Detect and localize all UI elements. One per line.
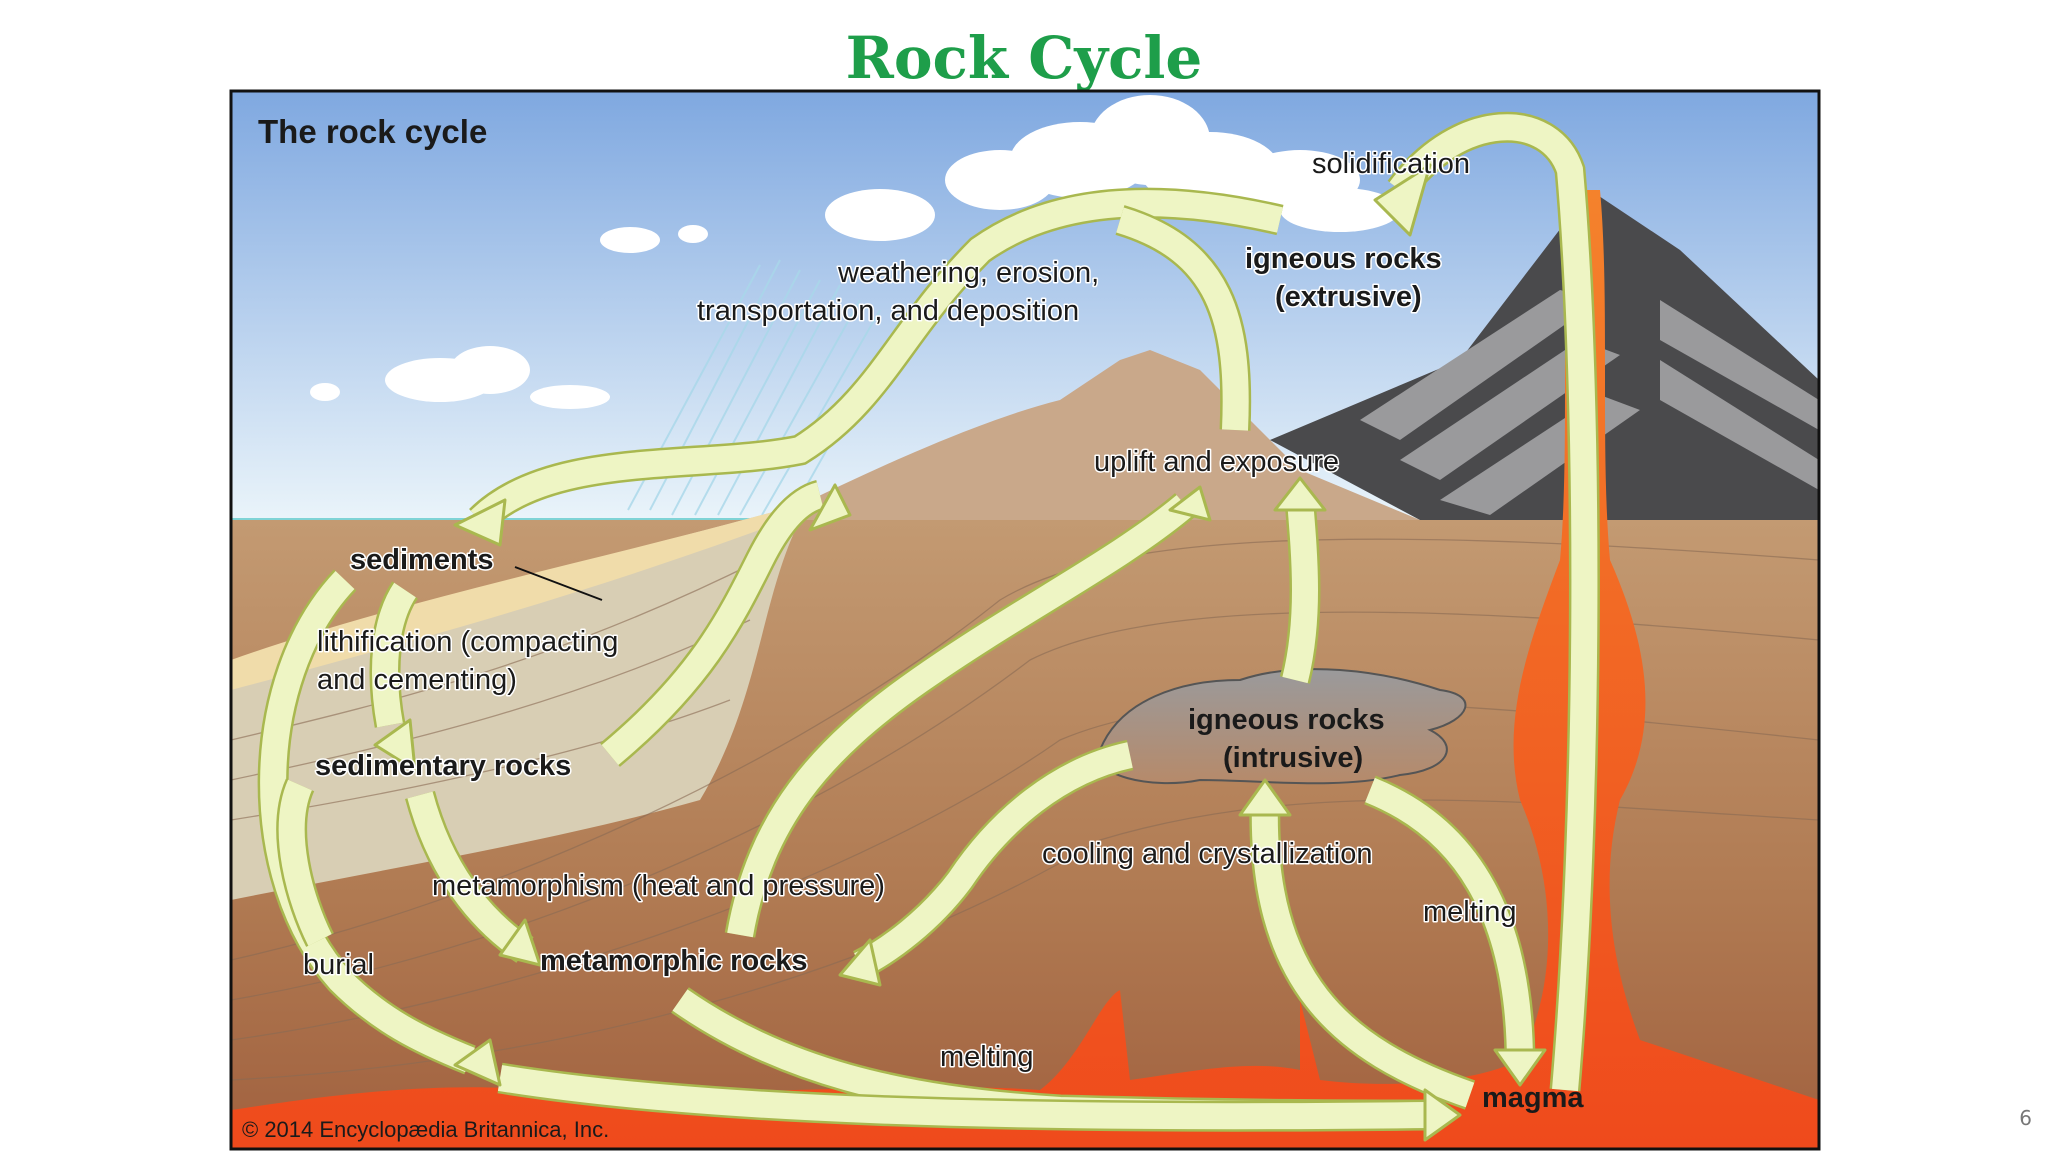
label-uplift: uplift and exposure — [1094, 446, 1339, 478]
credit-text: © 2014 Encyclopædia Britannica, Inc. — [242, 1117, 609, 1142]
clouds — [310, 95, 1400, 409]
label-cooling: cooling and crystallization — [1042, 838, 1372, 870]
label-weathering-sub: transportation, and deposition — [697, 295, 1079, 327]
label-melting-right: melting — [1423, 896, 1517, 928]
label-lithification-sub: and cementing) — [317, 664, 517, 696]
label-magma: magma — [1482, 1082, 1584, 1114]
label-igneous-extrusive-sub: (extrusive) — [1275, 281, 1422, 313]
label-sediments: sediments — [350, 544, 493, 576]
volcano — [1270, 190, 1819, 520]
label-lithification: lithification (compacting — [317, 626, 618, 658]
label-melting-bottom: melting — [940, 1041, 1034, 1073]
label-burial: burial — [303, 949, 374, 981]
label-metamorphic-rocks: metamorphic rocks — [540, 945, 808, 977]
label-igneous-intrusive: igneous rocks — [1188, 704, 1385, 736]
strata-lines — [231, 538, 1819, 1081]
label-sedimentary-rocks: sedimentary rocks — [315, 750, 571, 782]
magma-body — [231, 190, 1819, 1149]
label-metamorphism: metamorphism (heat and pressure) — [432, 870, 885, 902]
diagram-heading: The rock cycle — [258, 113, 487, 150]
label-igneous-extrusive: igneous rocks — [1245, 243, 1442, 275]
igneous-intrusion — [1097, 668, 1467, 785]
hill — [770, 350, 1420, 520]
label-solidification: solidification — [1312, 148, 1470, 180]
diagram-frame — [229, 89, 1821, 1151]
labels: The rock cycle solidification igneous ro… — [242, 113, 1584, 1142]
sediments-pointer — [514, 566, 603, 601]
arrow-heads — [373, 163, 1547, 1142]
cycle-arrows — [257, 111, 1600, 1132]
label-igneous-intrusive-sub: (intrusive) — [1223, 742, 1363, 774]
slide-title: Rock Cycle — [845, 24, 1203, 92]
label-weathering: weathering, erosion, — [837, 257, 1099, 289]
slide-number: 6 — [2019, 1106, 2032, 1130]
